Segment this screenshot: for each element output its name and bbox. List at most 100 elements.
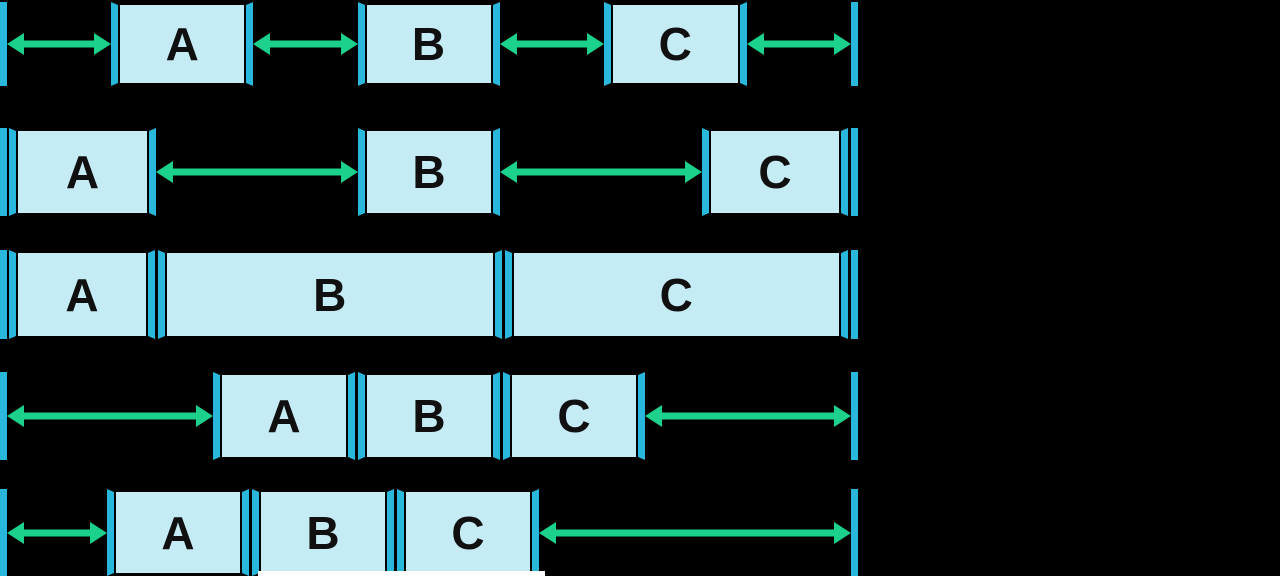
arrow-left-head xyxy=(7,33,24,55)
arrow-shaft xyxy=(758,40,839,48)
container-edge-bar xyxy=(0,128,7,216)
container-edge-bar xyxy=(0,2,7,86)
container-edge-bar xyxy=(0,372,7,460)
arrow-right-head xyxy=(834,33,851,55)
item-label: A xyxy=(165,18,199,70)
item-label: C xyxy=(658,18,692,70)
item-label: B xyxy=(313,268,347,321)
item-box-a: A xyxy=(9,250,155,339)
arrow-left-head xyxy=(645,405,662,427)
spacing-double-arrow-icon xyxy=(7,489,107,576)
arrow-shaft xyxy=(512,168,690,176)
item-box-fill: A xyxy=(116,492,240,573)
item-box-fill: C xyxy=(711,131,839,213)
item-label: C xyxy=(758,146,792,198)
item-box-fill: B xyxy=(261,492,385,573)
arrow-right-head xyxy=(340,33,358,55)
arrow-right-head xyxy=(196,405,213,427)
arrow-right-head xyxy=(90,521,107,544)
item-box-c: C xyxy=(702,128,848,216)
item-box-c: C xyxy=(504,250,848,339)
item-box-fill: B xyxy=(366,5,491,83)
spacing-double-arrow-icon xyxy=(645,372,851,460)
white-strip-artifact xyxy=(258,571,545,576)
item-box-a: A xyxy=(111,2,254,86)
arrow-left-head xyxy=(499,33,517,55)
item-box-a: A xyxy=(107,489,249,576)
item-label: B xyxy=(412,146,446,198)
arrow-right-head xyxy=(834,405,851,427)
item-label: A xyxy=(161,506,195,559)
container-edge-bar xyxy=(851,250,858,339)
arrow-left-head xyxy=(156,161,173,183)
arrow-left-head xyxy=(539,521,556,544)
arrow-left-head xyxy=(253,33,271,55)
arrow-shaft xyxy=(19,40,100,48)
item-label: C xyxy=(451,506,485,559)
item-box-fill: A xyxy=(222,375,346,457)
arrow-shaft xyxy=(19,529,95,536)
item-box-c: C xyxy=(603,2,747,86)
item-box-a: A xyxy=(9,128,156,216)
item-box-fill: A xyxy=(18,253,146,336)
item-label: B xyxy=(306,506,340,559)
spacing-double-arrow-icon xyxy=(7,372,213,460)
item-box-c: C xyxy=(397,489,539,576)
item-box-b: B xyxy=(358,372,500,460)
item-box-fill: A xyxy=(120,5,245,83)
arrow-shaft xyxy=(168,168,346,176)
arrow-shaft xyxy=(19,412,201,420)
item-box-b: B xyxy=(358,128,500,216)
item-box-fill: C xyxy=(612,5,738,83)
diagram-row-3: A B C xyxy=(0,250,858,339)
item-label: B xyxy=(412,390,446,442)
item-label: A xyxy=(65,268,99,321)
item-label: A xyxy=(65,146,100,198)
spacing-double-arrow-icon xyxy=(253,2,358,86)
arrow-left-head xyxy=(746,33,764,55)
item-box-b: B xyxy=(158,250,502,339)
item-label: C xyxy=(659,268,693,321)
item-box-fill: B xyxy=(367,131,491,213)
arrow-shaft xyxy=(265,40,346,48)
spacing-double-arrow-icon xyxy=(499,2,604,86)
arrow-left-head xyxy=(500,161,517,183)
item-label: C xyxy=(557,390,591,442)
diagram-row-4: A B C xyxy=(0,372,858,460)
item-box-a: A xyxy=(213,372,355,460)
container-edge-bar xyxy=(851,372,858,460)
arrow-left-head xyxy=(7,521,24,544)
container-edge-bar xyxy=(851,489,858,576)
item-box-fill: B xyxy=(367,375,491,457)
arrow-right-head xyxy=(834,521,851,544)
container-edge-bar xyxy=(851,2,858,86)
arrow-right-head xyxy=(586,33,604,55)
item-box-fill: C xyxy=(512,375,636,457)
spacing-double-arrow-icon xyxy=(539,489,851,576)
item-box-b: B xyxy=(357,2,500,86)
item-box-fill: C xyxy=(406,492,530,573)
item-box-c: C xyxy=(503,372,645,460)
item-box-fill: A xyxy=(18,131,147,213)
arrow-right-head xyxy=(94,33,112,55)
arrow-right-head xyxy=(341,161,358,183)
spacing-double-arrow-icon xyxy=(7,2,112,86)
item-box-fill: C xyxy=(513,253,839,336)
arrow-left-head xyxy=(7,405,24,427)
diagram-row-1: A B C xyxy=(0,2,858,86)
container-edge-bar xyxy=(0,250,7,339)
arrow-right-head xyxy=(685,161,702,183)
spacing-double-arrow-icon xyxy=(500,128,702,216)
arrow-shaft xyxy=(551,529,839,536)
spacing-double-arrow-icon xyxy=(746,2,851,86)
spacing-double-arrow-icon xyxy=(156,128,358,216)
container-edge-bar xyxy=(0,489,7,576)
container-edge-bar xyxy=(851,128,858,216)
diagram-row-2: A B C xyxy=(0,128,858,216)
item-label: B xyxy=(411,18,446,70)
item-label: A xyxy=(267,390,301,442)
arrow-shaft xyxy=(511,40,592,48)
arrow-shaft xyxy=(657,412,839,420)
diagram-row-5: A B C xyxy=(0,489,858,576)
